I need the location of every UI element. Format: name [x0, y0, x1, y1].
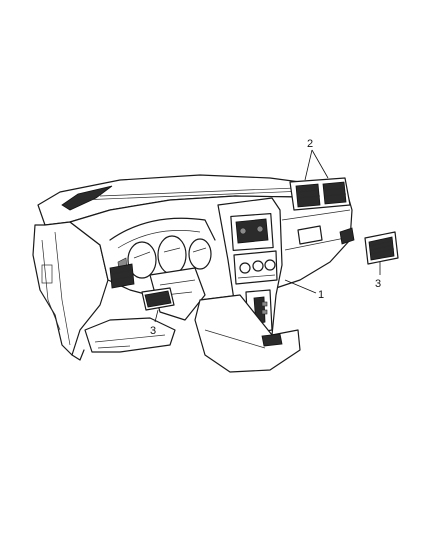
passenger-dash — [281, 209, 355, 251]
leader-line-2b — [311, 149, 329, 179]
callouts: 1 2 3 3 — [150, 138, 381, 337]
defroster-grille — [61, 185, 113, 211]
left-side-air-outlet — [141, 287, 175, 311]
callout-3-left: 3 — [150, 325, 156, 337]
leader-line-2a — [304, 149, 313, 181]
floor-console — [194, 294, 301, 373]
dash-left-outlet — [109, 263, 135, 289]
center-stack — [217, 197, 283, 343]
callout-3-right: 3 — [375, 278, 381, 290]
center-air-outlets — [289, 177, 351, 211]
leader-line-1 — [284, 279, 317, 294]
glove-box-latch — [297, 225, 323, 245]
callout-1: 1 — [318, 289, 324, 301]
right-side-air-outlet — [364, 231, 399, 265]
callout-2: 2 — [307, 138, 313, 150]
leader-line-3-left — [154, 309, 159, 323]
knee-bolster — [84, 317, 176, 353]
